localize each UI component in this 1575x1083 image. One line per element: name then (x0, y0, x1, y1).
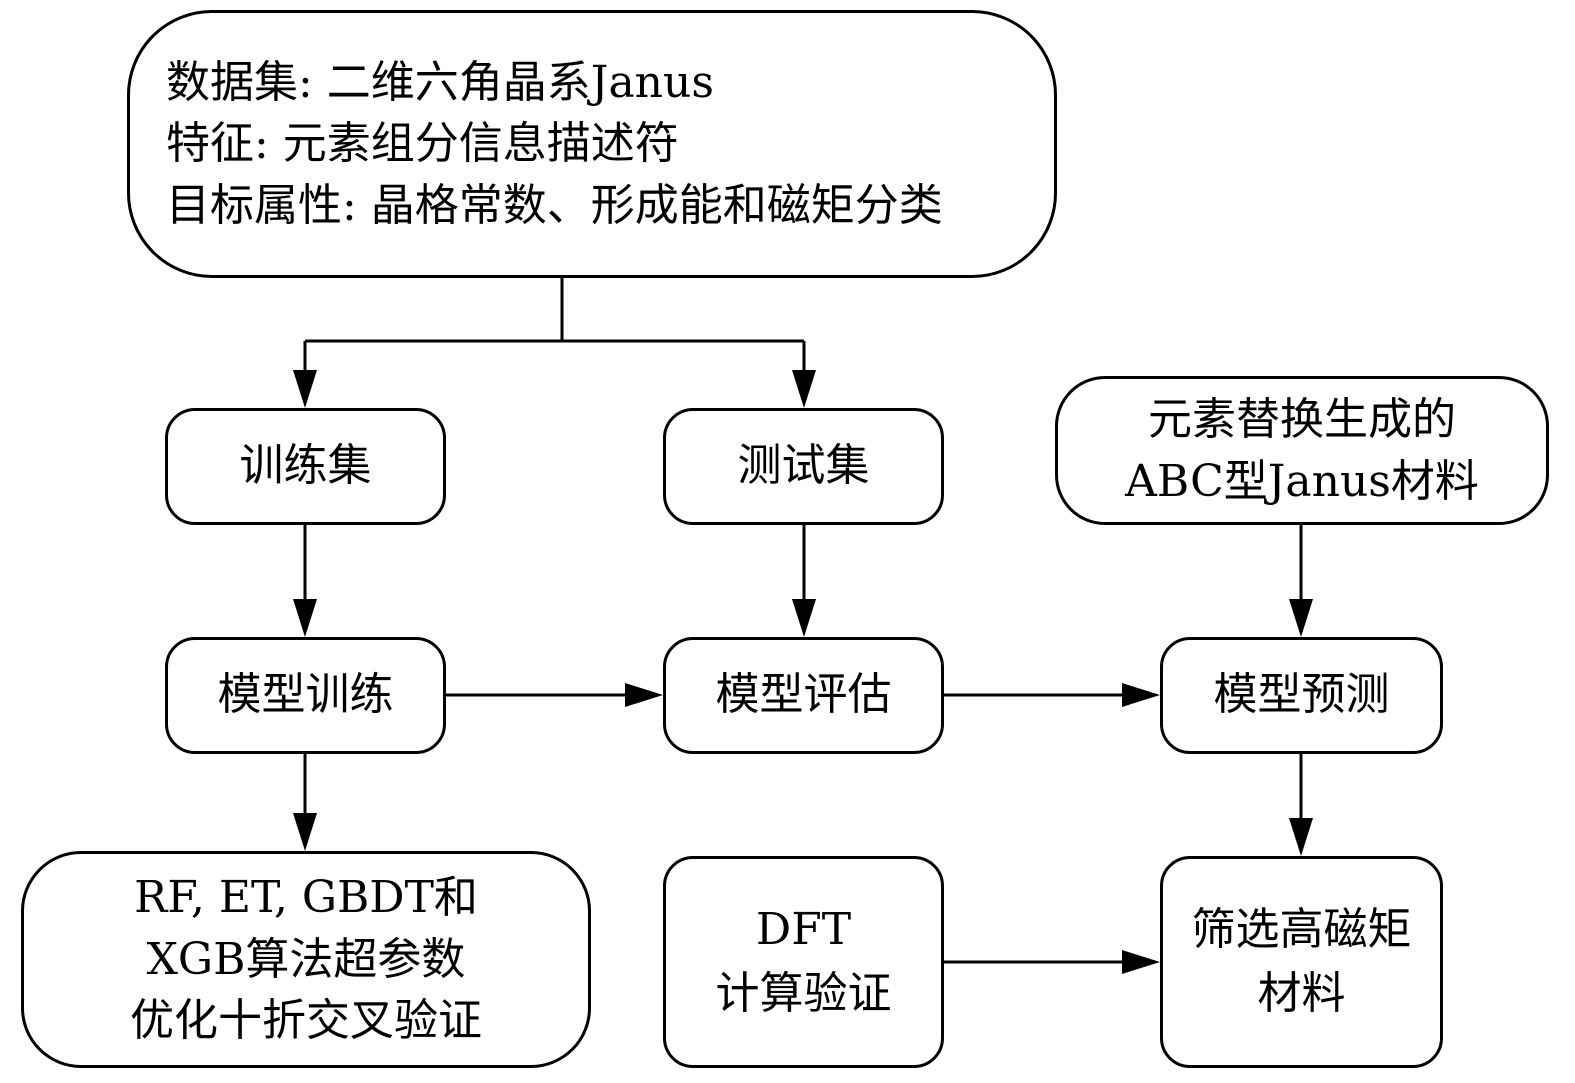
substitution-line-1: 元素替换生成的 (1148, 393, 1456, 445)
dft-line-2: 计算验证 (715, 968, 892, 1019)
train-set-box: 训练集 (165, 408, 446, 525)
arrowhead-model-predict (1289, 599, 1313, 637)
element-substitution-box: 元素替换生成的 ABC型Janus材料 (1055, 376, 1549, 525)
dft-validation-box: DFT 计算验证 (663, 856, 944, 1068)
features-line: 特征: 元素组分信息描述符 (166, 118, 679, 170)
arrowhead-train-set (293, 370, 317, 408)
arrowhead-screening-from-predict (1289, 818, 1313, 856)
algorithms-box: RF, ET, GBDT和 XGB算法超参数 优化十折交叉验证 (21, 851, 591, 1068)
model-train-box: 模型训练 (165, 637, 446, 754)
arrowhead-model-eval (792, 599, 816, 637)
model-train-label: 模型训练 (217, 669, 394, 721)
screening-line-2: 材料 (1257, 968, 1346, 1019)
arrowhead-algorithms (293, 813, 317, 851)
dataset-info-box: 数据集: 二维六角晶系Janus 特征: 元素组分信息描述符 目标属性: 晶格常… (127, 10, 1057, 278)
algorithms-line-1: RF, ET, GBDT和 (134, 872, 478, 924)
test-set-box: 测试集 (663, 408, 944, 525)
arrowhead-predict-from-eval (1122, 683, 1160, 707)
screening-line-1: 筛选高磁矩 (1191, 904, 1412, 956)
model-predict-box: 模型预测 (1160, 637, 1443, 754)
arrowhead-test-set (792, 370, 816, 408)
model-predict-label: 模型预测 (1213, 669, 1390, 721)
arrowhead-screening-from-dft (1122, 950, 1160, 974)
substitution-line-2: ABC型Janus材料 (1125, 455, 1479, 507)
targets-line: 目标属性: 晶格常数、形成能和磁矩分类 (166, 179, 943, 231)
dft-line-1: DFT (755, 904, 852, 956)
arrowhead-eval-from-train (625, 683, 663, 707)
test-set-label: 测试集 (737, 440, 870, 492)
algorithms-line-2: XGB算法超参数 (146, 933, 466, 985)
screening-box: 筛选高磁矩 材料 (1160, 856, 1443, 1068)
model-eval-box: 模型评估 (663, 637, 944, 754)
model-eval-label: 模型评估 (715, 669, 892, 721)
algorithms-line-3: 优化十折交叉验证 (130, 995, 482, 1047)
train-set-label: 训练集 (239, 440, 372, 492)
arrowhead-model-train (293, 599, 317, 637)
dataset-line: 数据集: 二维六角晶系Janus (166, 56, 714, 108)
